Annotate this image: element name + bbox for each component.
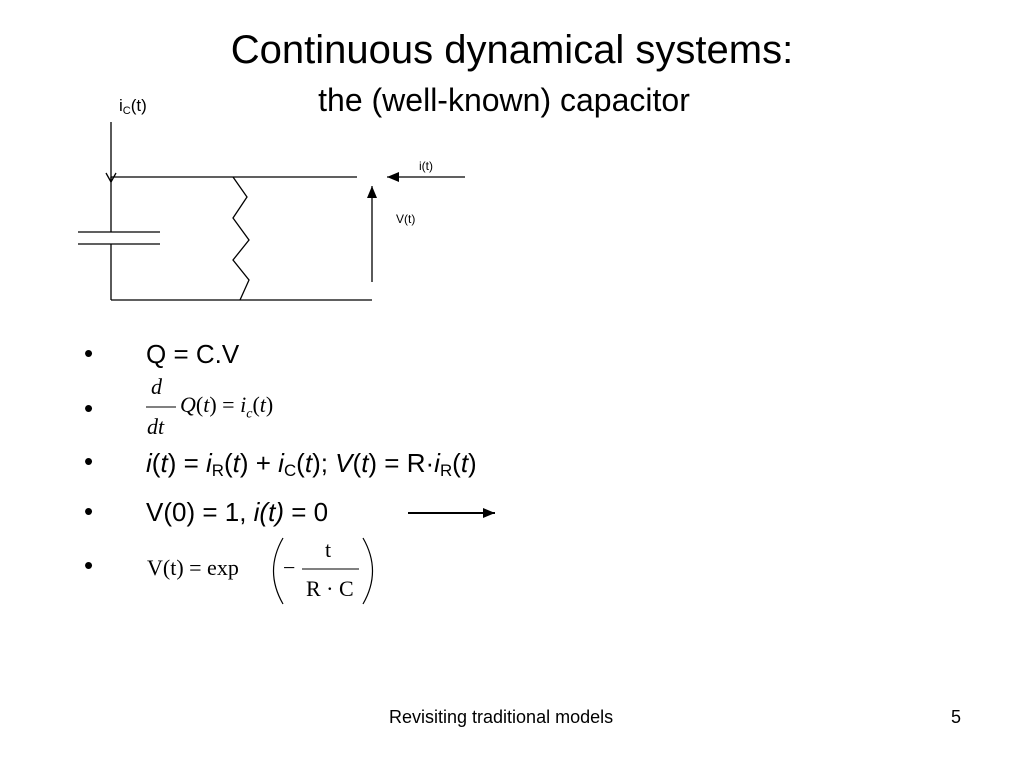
v-label: V(t) [396, 212, 416, 226]
derivative-denominator: dt [147, 414, 165, 439]
bullet-current-equation: i(t) = iR(t) + iC(t); V(t) = R·iR(t) [146, 448, 477, 481]
derivative-numerator: d [151, 374, 162, 399]
solution-denominator: R · C [306, 576, 354, 601]
resistor-zigzag [232, 176, 250, 301]
bullet-marker: • [84, 496, 94, 526]
slide-subtitle: the (well-known) capacitor [318, 82, 690, 118]
bullet-marker: • [84, 393, 94, 423]
solution-lhs: V(t) = exp [147, 555, 239, 580]
derivative-equation: Q(t) = ic(t) [180, 392, 274, 422]
bullet-marker: • [84, 446, 94, 476]
bullet-initial-conditions: V(0) = 1, i(t) = 0 [146, 497, 329, 527]
solution-minus: − [283, 555, 296, 580]
footer-text: Revisiting traditional models [389, 707, 614, 727]
page-number: 5 [951, 707, 962, 727]
solution-numerator: t [325, 537, 332, 562]
bullet-marker: • [84, 550, 94, 580]
i-label: i(t) [419, 159, 433, 173]
bullet-charge: Q = C.V [146, 339, 240, 369]
ic-label: iC(t) [119, 96, 147, 117]
bullet-marker: • [84, 338, 94, 368]
slide-title: Continuous dynamical systems: [230, 28, 794, 72]
